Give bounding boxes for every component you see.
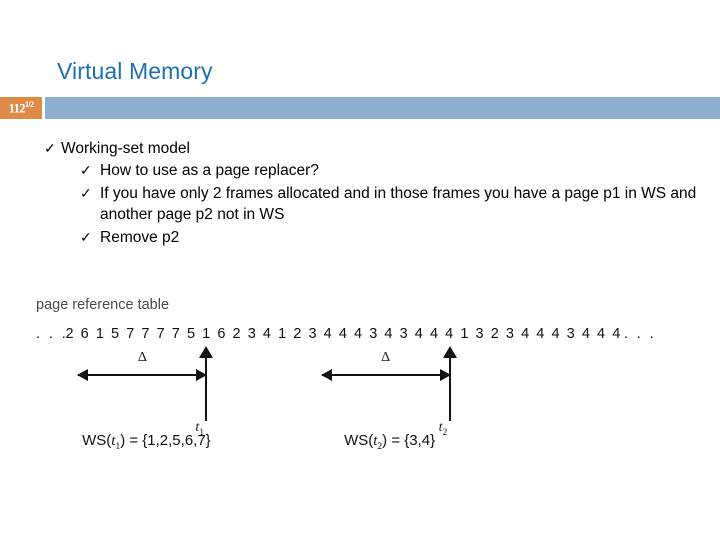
page-reference-cell: 3 [308,326,317,342]
page-reference-cell: 7 [126,326,135,342]
page-reference-cell: 4 [597,326,606,342]
bullet-list: ✓ Working-set model ✓ How to use as a pa… [44,138,716,249]
list-item-label: Working-set model [61,140,190,157]
working-set-equation: WS(t2) = {3,4} [344,432,436,452]
time-label: t1 [195,420,205,438]
page-reference-cell: 3 [369,326,378,342]
delta-symbol-label: Δ [137,350,147,365]
page-reference-cell: 7 [156,326,165,342]
list-item-label: If you have only 2 frames allocated and … [100,184,697,224]
page-reference-cell: 3 [566,326,575,342]
checkmark-icon: ✓ [44,140,56,156]
page-reference-cell: 3 [399,326,408,342]
page-reference-cell: 4 [354,326,363,342]
list-item-label: Remove p2 [100,228,180,246]
page-reference-cell: 4 [323,326,332,342]
institution-logo: 1121/2 [0,97,42,119]
page-reference-cell: 4 [429,326,439,342]
page-reference-cell: 4 [551,326,560,342]
arrow-stem [448,353,451,421]
time-label: t2 [438,420,448,438]
page-reference-cell: 3 [247,326,256,342]
page-reference-cell: 2 [65,326,74,342]
page-reference-cell: 6 [80,326,89,342]
arrow-stem [205,353,208,421]
delta-interval-arrow [77,369,208,381]
arrow-left-icon [77,369,89,381]
logo-glyph: 1121/2 [8,100,34,116]
arrow-left-icon [320,369,332,381]
page-reference-cell: 4 [536,326,545,342]
page-reference-cell: 4 [581,326,591,342]
delta-interval-arrow [320,369,451,381]
page-reference-cell: 4 [445,326,454,342]
arrow-right-icon [196,369,208,381]
logo-text: 112 [8,100,26,116]
page-reference-cell: 4 [262,326,272,342]
delta-symbol-label: Δ [381,350,391,365]
leading-ellipsis: . . . [36,326,69,342]
checkmark-icon: ✓ [80,162,92,178]
page-reference-cell: 1 [460,326,469,342]
page-reference-cell: 6 [217,326,226,342]
page-reference-cell: 5 [111,326,120,342]
header-band-blue [45,97,720,119]
arrow-up-icon [199,346,214,358]
list-item: ✓ Working-set model [44,138,716,159]
page-reference-cell: 2 [490,326,499,342]
page-reference-cell: 3 [505,326,515,342]
page-reference-cell: 7 [171,326,181,342]
list-item-label: How to use as a page replacer? [100,162,319,179]
working-set-equation: WS(t1) = {1,2,5,6,7} [82,432,211,452]
page-title: Virtual Memory [57,58,213,84]
page-reference-cell: 4 [521,326,530,342]
page-reference-cell: 3 [475,326,484,342]
page-reference-cell: 7 [141,326,150,342]
header-band: 1121/2 [0,97,720,119]
page-reference-cell: 2 [232,326,241,342]
page-reference-cell: 5 [186,326,196,342]
checkmark-icon: ✓ [80,184,92,201]
figure-caption: page reference table [36,297,170,313]
list-item: ✓ How to use as a page replacer? [44,160,716,182]
arrow-right-icon [439,369,451,381]
page-reference-cell: 1 [95,326,105,342]
page-reference-cell: 4 [338,326,348,342]
list-item: ✓ If you have only 2 frames allocated an… [44,183,716,226]
page-reference-cell: 1 [202,326,211,342]
logo-superscript: 1/2 [25,100,34,110]
arrow-up-icon [442,346,457,358]
page-reference-cell: 4 [384,326,393,342]
page-reference-cell: 1 [278,326,287,342]
list-item: ✓ Remove p2 [44,227,716,249]
page-reference-cell: 2 [293,326,302,342]
checkmark-icon: ✓ [80,228,92,245]
page-reference-cell: 4 [414,326,424,342]
trailing-ellipsis: . . . [623,326,657,342]
page-reference-cell: 4 [612,326,621,342]
